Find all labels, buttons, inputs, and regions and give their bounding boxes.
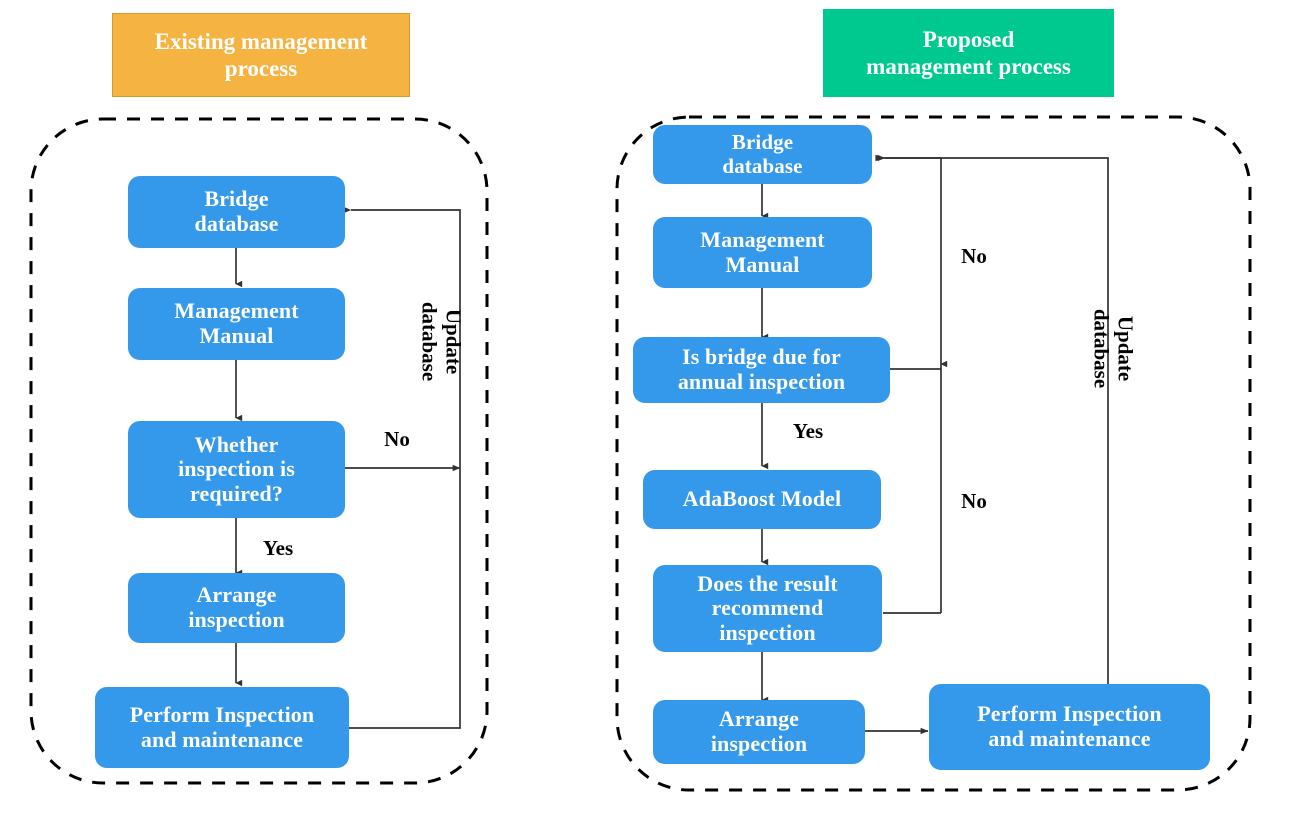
left-node-bridge-database[interactable]: Bridge database xyxy=(128,176,345,248)
left-node-management-manual[interactable]: Management Manual xyxy=(128,288,345,360)
right-edge-label-no-lower: No xyxy=(961,489,987,513)
left-edge-label-yes: Yes xyxy=(262,536,294,560)
right-node-is-bridge-due[interactable]: Is bridge due for annual inspection xyxy=(633,337,890,403)
right-node-adaboost-model[interactable]: AdaBoost Model xyxy=(643,470,881,529)
proposed-process-header: Proposed management process xyxy=(823,9,1114,97)
left-edge-label-update-database: Update database xyxy=(418,301,466,382)
left-node-perform-inspection[interactable]: Perform Inspection and maintenance xyxy=(95,687,349,768)
right-node-management-manual[interactable]: Management Manual xyxy=(653,217,872,288)
left-node-arrange-inspection[interactable]: Arrange inspection xyxy=(128,573,345,643)
left-node-whether-inspection-required[interactable]: Whether inspection is required? xyxy=(128,421,345,518)
existing-process-header: Existing management process xyxy=(112,13,410,97)
right-edge-label-update-database: Update database xyxy=(1090,308,1138,389)
left-edge-label-no: No xyxy=(384,427,410,451)
right-node-bridge-database[interactable]: Bridge database xyxy=(653,125,872,184)
right-node-perform-inspection[interactable]: Perform Inspection and maintenance xyxy=(929,684,1210,770)
right-node-arrange-inspection[interactable]: Arrange inspection xyxy=(653,700,865,764)
right-edge-label-no-upper: No xyxy=(961,244,987,268)
right-edge-label-yes: Yes xyxy=(792,419,824,443)
right-node-does-result-recommend[interactable]: Does the result recommend inspection xyxy=(653,565,882,652)
